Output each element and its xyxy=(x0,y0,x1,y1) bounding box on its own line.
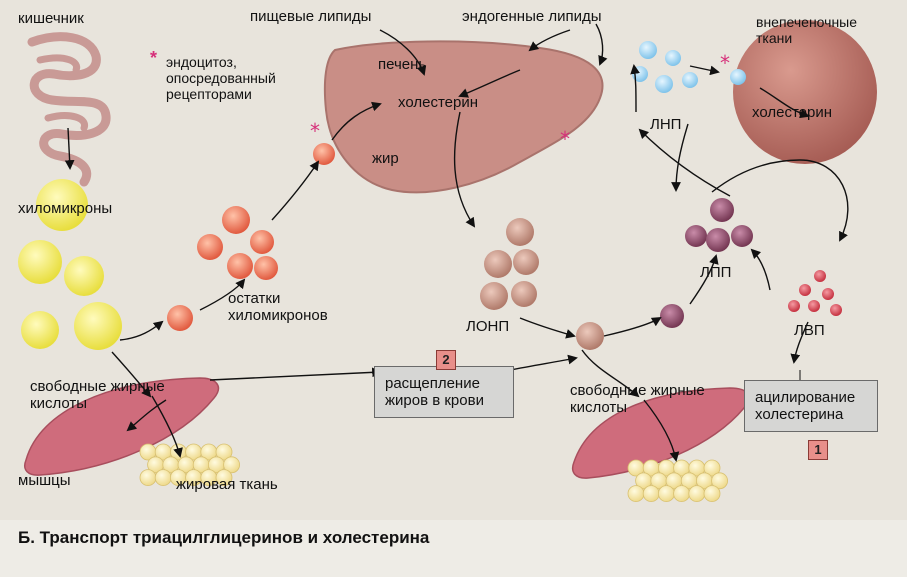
remnant-particle xyxy=(167,305,193,331)
fat-cell xyxy=(223,456,241,474)
vldl-particle xyxy=(576,322,604,350)
label-extrahepatic-tissues: внепеченочные ткани xyxy=(756,14,858,46)
fat-cell xyxy=(703,485,721,503)
hdl-particle xyxy=(830,304,842,316)
ldl-particle xyxy=(730,69,746,85)
muscle-left-shape xyxy=(24,377,220,476)
idl-particle xyxy=(731,225,753,247)
label-free-fatty-acids-left: свободные жирные кислоты xyxy=(30,378,165,412)
label-hdl: ЛВП xyxy=(794,322,825,339)
idl-particle xyxy=(706,228,730,252)
label-ldl: ЛНП xyxy=(650,116,682,133)
label-intestine: кишечник xyxy=(18,10,84,27)
label-fat: жир xyxy=(372,150,399,167)
vldl-particle xyxy=(513,249,539,275)
label-dietary-lipids: пищевые липиды xyxy=(250,8,372,25)
remnant-particle xyxy=(227,253,253,279)
label-endocytosis: эндоцитоз, опосредованный рецепторами xyxy=(166,54,276,102)
hdl-particle xyxy=(788,300,800,312)
idl-particle xyxy=(710,198,734,222)
label-cholesterol-tissue: холестерин xyxy=(752,104,832,121)
label-muscles: мышцы xyxy=(18,472,71,489)
chylomicron-particle xyxy=(21,311,59,349)
fat-cell xyxy=(139,469,157,487)
label-liver: печень xyxy=(378,56,427,73)
vldl-particle xyxy=(484,250,512,278)
label-chylomicrons: хиломикроны xyxy=(18,200,113,217)
chylomicron-particle xyxy=(74,302,122,350)
label-chylomicron-remnants: остатки хиломикронов xyxy=(228,290,328,324)
vldl-particle xyxy=(480,282,508,310)
hdl-particle xyxy=(814,270,826,282)
chylomicron-particle xyxy=(18,240,62,284)
label-vldl: ЛОНП xyxy=(466,318,510,335)
fat-cell xyxy=(688,485,706,503)
hdl-particle xyxy=(808,300,820,312)
label-endocytosis-star: * xyxy=(150,48,158,68)
label-endogenous-lipids: эндогенные липиды xyxy=(462,8,602,25)
idl-particle xyxy=(660,304,684,328)
ldl-particle xyxy=(682,72,698,88)
remnant-particle xyxy=(250,230,274,254)
box-blood-lipolysis: расщепление жиров в крови xyxy=(374,366,514,418)
fat-cell xyxy=(673,485,690,503)
label-free-fatty-acids-right: свободные жирные кислоты xyxy=(570,382,705,416)
receptor-star-ldl: * xyxy=(560,127,570,151)
ldl-particle xyxy=(639,41,657,59)
flow-arrows xyxy=(64,23,849,462)
badge-one: 1 xyxy=(808,440,828,460)
fat-cell xyxy=(703,459,721,477)
label-adipose-tissue: жировая ткань xyxy=(176,476,278,493)
figure-caption: Б. Транспорт триацилглицеринов и холесте… xyxy=(18,528,430,547)
fat-cell xyxy=(642,485,660,503)
adipose-tissue-right xyxy=(627,459,728,503)
fat-cell xyxy=(215,469,233,487)
label-idl: ЛПП xyxy=(700,264,732,281)
hdl-particle xyxy=(799,284,811,296)
intestine-illustration xyxy=(27,32,111,187)
hdl-particle xyxy=(822,288,834,300)
fat-cell xyxy=(658,485,675,503)
label-cholesterol-liver: холестерин xyxy=(398,94,478,111)
ldl-particle xyxy=(665,50,681,66)
vldl-particle xyxy=(511,281,537,307)
remnant-particle xyxy=(313,143,335,165)
vldl-particle xyxy=(506,218,534,246)
chylomicron-particle xyxy=(64,256,104,296)
remnant-particle xyxy=(222,206,250,234)
fat-cell xyxy=(154,469,172,487)
fat-cell xyxy=(627,485,645,503)
fat-cell xyxy=(711,472,728,490)
remnant-particle xyxy=(197,234,223,260)
fat-cell xyxy=(215,443,233,461)
receptor-star-tissue: * xyxy=(720,51,730,75)
badge-two: 2 xyxy=(436,350,456,370)
remnant-particle xyxy=(254,256,278,280)
box-cholesterol-acylation: ацилирование холестерина xyxy=(744,380,878,432)
receptor-star-liver: * xyxy=(310,119,320,143)
extrahepatic-tissue-shape xyxy=(733,20,877,164)
idl-particle xyxy=(685,225,707,247)
chylomicron-particle xyxy=(36,179,88,231)
liver-shape xyxy=(323,40,604,194)
ldl-particle xyxy=(655,75,673,93)
